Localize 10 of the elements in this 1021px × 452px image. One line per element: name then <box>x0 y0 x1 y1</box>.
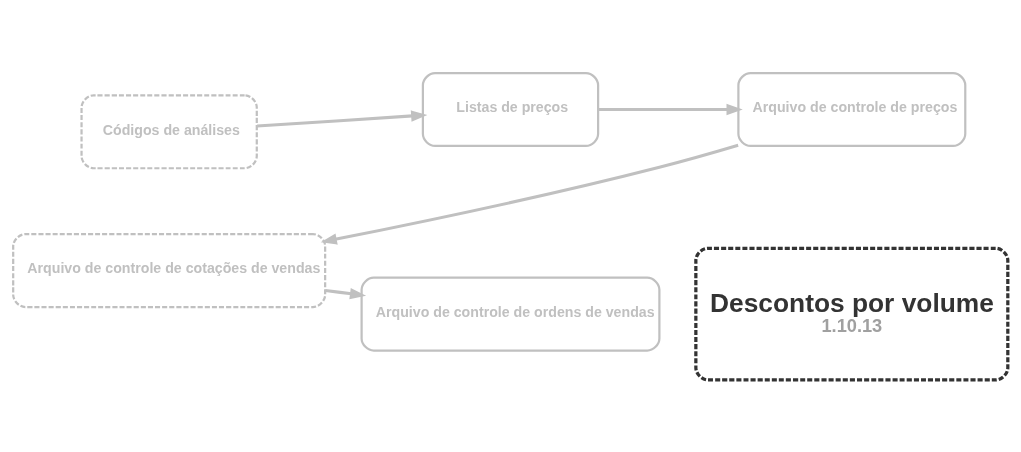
node-box: Listas de preços <box>421 71 600 147</box>
node-box: Arquivo de controle de ordens de vendas <box>360 276 661 352</box>
arrow <box>598 103 743 115</box>
node-box: Arquivo de controle de preços <box>737 71 967 147</box>
arrow <box>325 287 367 299</box>
node-box: Descontos por volume 1.10.13 <box>694 246 1010 382</box>
node-box: Códigos de análises <box>80 93 258 169</box>
arrow <box>257 109 428 128</box>
arrow <box>320 143 739 245</box>
node-box: Arquivo de controle de cotações de vendas <box>12 232 327 308</box>
